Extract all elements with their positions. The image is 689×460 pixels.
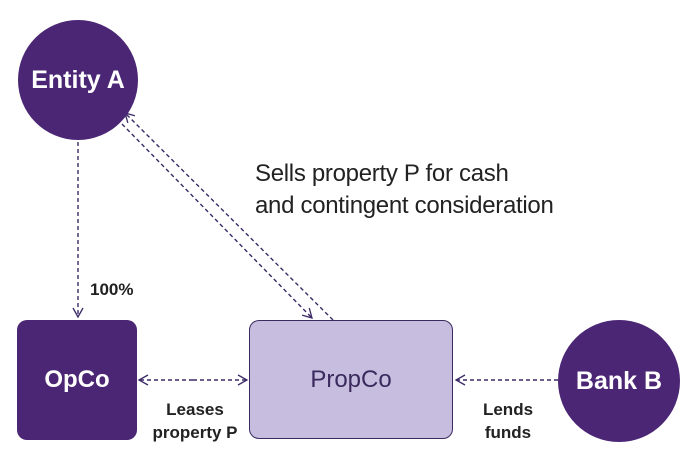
loan-description: Lends funds bbox=[468, 398, 548, 444]
loan-description-line-2: funds bbox=[484, 423, 532, 442]
sale-description: Sells property P for cash and contingent… bbox=[255, 158, 585, 222]
bank-b-node: Bank B bbox=[558, 320, 680, 442]
entity-a-label: Entity A bbox=[31, 65, 125, 94]
lease-description-line-2: property P bbox=[152, 423, 238, 442]
opco-label: OpCo bbox=[44, 366, 110, 393]
propco-node: PropCo bbox=[249, 320, 453, 439]
sale-arrow-to-propco bbox=[121, 123, 313, 319]
lease-description-line-1: Leases bbox=[166, 400, 224, 419]
propco-label: PropCo bbox=[310, 365, 392, 393]
sale-description-line-1: Sells property P for cash bbox=[255, 160, 509, 187]
opco-node: OpCo bbox=[17, 320, 137, 440]
entity-a-node: Entity A bbox=[18, 20, 138, 140]
sale-description-line-2: and contingent consideration bbox=[255, 192, 554, 219]
ownership-percentage: 100% bbox=[90, 280, 134, 299]
loan-description-line-1: Lends bbox=[482, 400, 534, 419]
bank-b-label: Bank B bbox=[575, 366, 663, 395]
lease-description: Leases property P bbox=[140, 398, 250, 444]
